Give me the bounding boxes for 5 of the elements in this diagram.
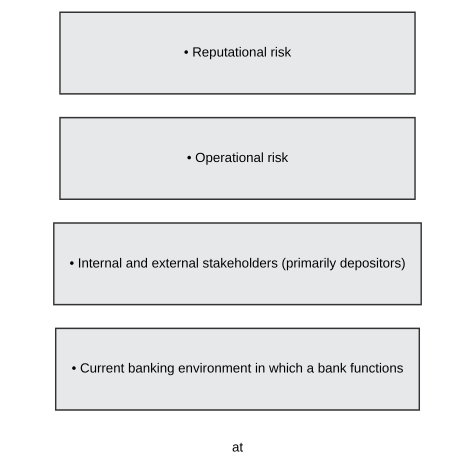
- label: at: [231, 440, 243, 455]
- node-box: • Internal and external stakeholders (primarily depositors): [52, 222, 422, 306]
- node-box: • Current banking environment in which a bank functions: [54, 328, 420, 411]
- node-box: • Operational risk: [58, 116, 416, 200]
- node-box: • Reputational risk: [58, 12, 416, 95]
